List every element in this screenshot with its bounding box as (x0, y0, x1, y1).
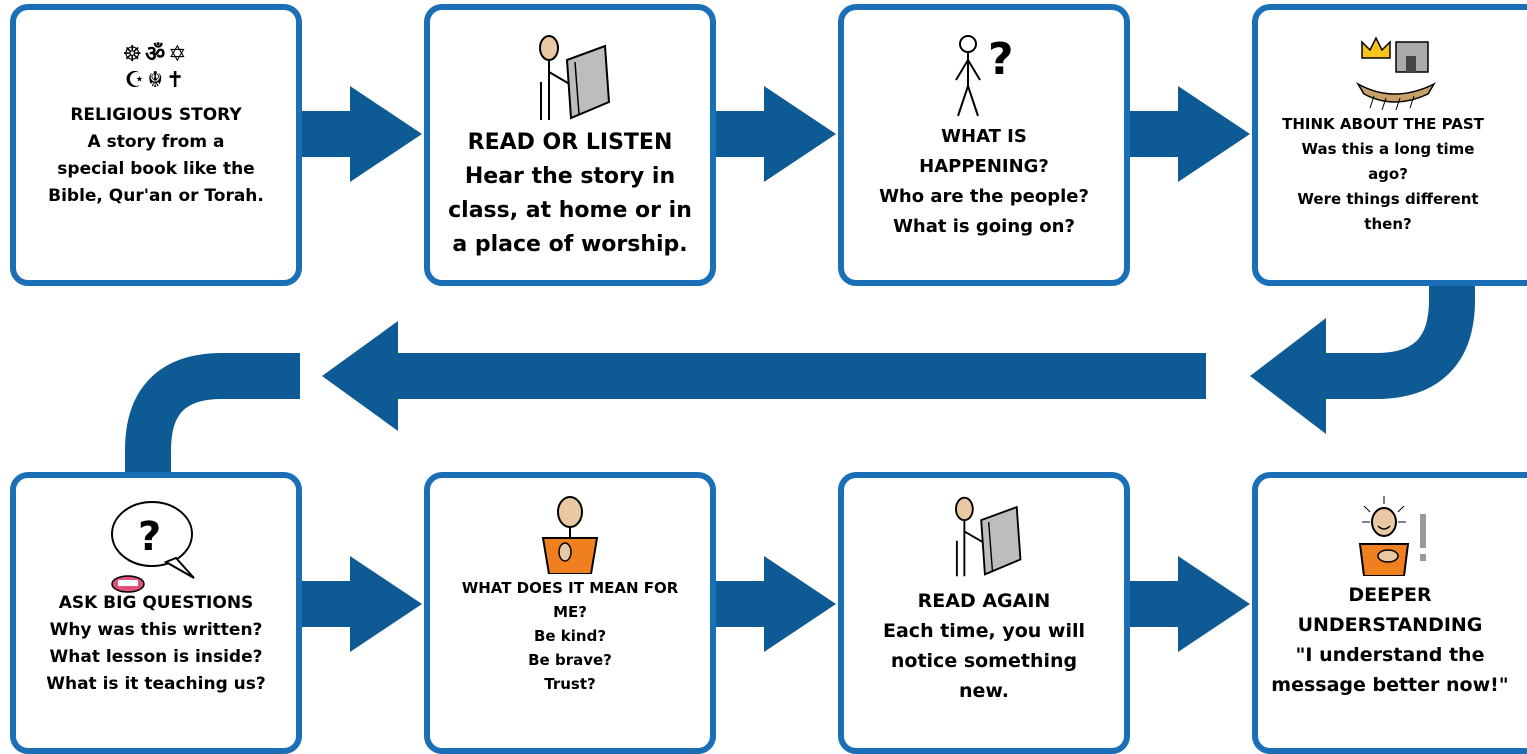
card-line: "I understand the (1295, 644, 1485, 666)
curve-right-arrowhead (1250, 318, 1326, 434)
card-line: Who are the people? (879, 186, 1089, 207)
card-title: WHAT DOES IT MEAN FOR (461, 579, 679, 597)
symbols-bottom: ☪☬✝ (124, 68, 188, 93)
card-title: ME? (553, 603, 587, 621)
arrow-left-big (322, 321, 1206, 431)
card-line: What is it teaching us? (46, 674, 266, 694)
arrow-right-6 (1128, 556, 1250, 652)
curve-left-connector (125, 353, 300, 474)
card-line: special book like the (57, 159, 255, 179)
card-read-or-listen: READ OR LISTEN Hear the story in class, … (424, 4, 716, 286)
card-title: THINK ABOUT THE PAST (1282, 115, 1484, 133)
religious-symbols-icon: ☸ॐ✡ ☪☬✝ (16, 42, 296, 94)
card-line: Why was this written? (49, 620, 263, 640)
card-think-about-the-past: THINK ABOUT THE PAST Was this a long tim… (1252, 4, 1527, 286)
card-title: DEEPER (1348, 584, 1432, 606)
card-ask-big-questions: ? ASK BIG QUESTIONS Why was this written… (10, 472, 302, 754)
arrow-right-2 (714, 86, 836, 182)
card-read-again: READ AGAIN Each time, you will notice so… (838, 472, 1130, 754)
arrow-right-1 (300, 86, 422, 182)
card-religious-story: ☸ॐ✡ ☪☬✝ RELIGIOUS STORY A story from a s… (10, 4, 302, 286)
arrow-right-5 (714, 556, 836, 652)
card-line: A story from a (87, 132, 225, 152)
person-question-icon: ? (955, 34, 1014, 117)
arrow-right-4 (300, 556, 422, 652)
card-title: HAPPENING? (919, 156, 1049, 177)
card-line: Were things different (1297, 190, 1479, 208)
svg-text:?: ? (988, 34, 1014, 85)
card-title: READ AGAIN (917, 590, 1051, 612)
history-icon (1355, 36, 1436, 111)
card-title: READ OR LISTEN (467, 130, 673, 155)
card-line: Be kind? (533, 627, 607, 645)
card-line: Bible, Qur'an or Torah. (48, 186, 264, 206)
card-line: What lesson is inside? (49, 647, 263, 667)
card-line: Trust? (544, 675, 596, 693)
card-line: Each time, you will (883, 620, 1085, 642)
card-title: RELIGIOUS STORY (70, 105, 242, 125)
person-reading-icon (955, 496, 1022, 577)
card-line: Hear the story in (464, 164, 676, 189)
person-self-icon (541, 496, 599, 574)
card-line: Was this a long time (1301, 140, 1475, 158)
card-deeper-understanding: DEEPER UNDERSTANDING "I understand the m… (1252, 472, 1527, 754)
curve-right-connector (1324, 285, 1475, 399)
card-line: new. (959, 680, 1009, 702)
card-what-does-it-mean: WHAT DOES IT MEAN FOR ME? Be kind? Be br… (424, 472, 716, 754)
card-line: message better now!" (1271, 674, 1509, 696)
card-line: notice something (890, 650, 1078, 672)
svg-text:?: ? (138, 514, 161, 560)
card-line: class, at home or in (448, 198, 692, 223)
card-line: a place of worship. (452, 232, 688, 257)
card-line: What is going on? (893, 216, 1075, 237)
person-idea-icon (1358, 496, 1426, 576)
card-what-is-happening: ? WHAT IS HAPPENING? Who are the people?… (838, 4, 1130, 286)
person-reading-icon (539, 35, 611, 120)
card-title: WHAT IS (941, 126, 1027, 147)
arrow-right-3 (1128, 86, 1250, 182)
card-line: then? (1364, 215, 1412, 233)
card-title: ASK BIG QUESTIONS (58, 593, 254, 613)
card-title: UNDERSTANDING (1297, 614, 1483, 636)
card-line: ago? (1368, 165, 1408, 183)
speech-question-icon: ? (111, 501, 195, 593)
card-line: Be brave? (528, 651, 612, 669)
symbols-top: ☸ॐ✡ (122, 42, 190, 67)
